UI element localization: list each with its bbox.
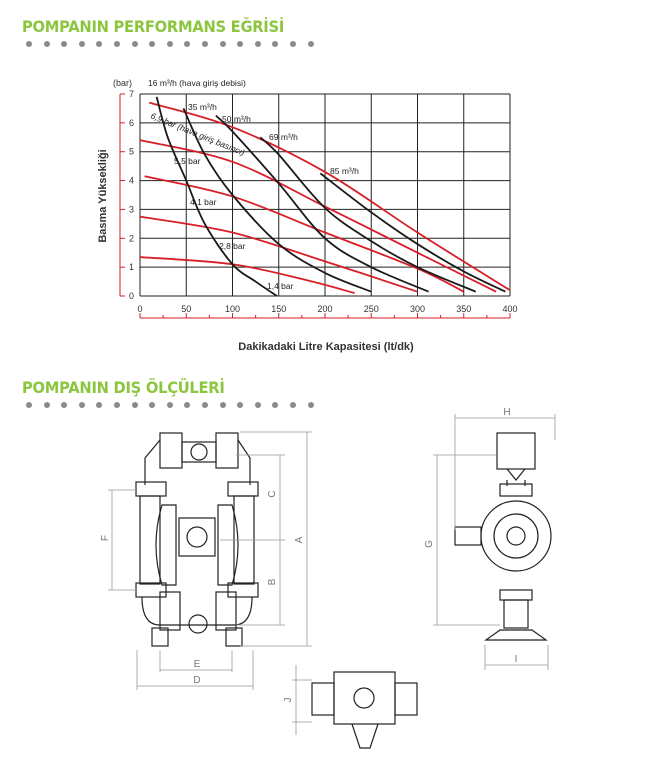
y-tick-label: 7 [129,89,134,99]
airflow-line [155,96,278,297]
dim-label-j: J [283,698,294,703]
y-unit: (bar) [113,78,132,88]
y-tick-label: 5 [129,147,134,157]
x-tick-label: 50 [181,304,191,314]
dim-label-e: E [194,659,201,670]
y-tick-label: 3 [129,204,134,214]
curve-annotation: 16 m³/h (hava giriş debisi) [148,78,246,88]
x-tick-label: 0 [137,304,142,314]
dim-label-i: I [515,654,518,665]
dot-divider [26,41,314,47]
y-tick-label: 1 [129,262,134,272]
y-tick-label: 4 [129,176,134,186]
dimensions-section-title: POMPANIN DIŞ ÖLÇÜLERİ [22,378,225,397]
y-tick-label: 2 [129,233,134,243]
front-view-drawing [135,432,259,647]
airflow-line [319,172,506,293]
dot-divider [26,402,314,408]
pressure-line [139,215,418,293]
pressure-line [144,175,465,293]
airflow-line [259,136,477,293]
y-tick-label: 0 [129,291,134,301]
pressure-line [139,139,497,293]
pressure-line [139,256,355,294]
dim-label-b: B [267,578,278,585]
curve-annotation: 2,8 bar [219,241,246,251]
x-tick-label: 400 [502,304,517,314]
curve-annotation: 5,5 bar [174,156,201,166]
x-tick-label: 300 [410,304,425,314]
dim-label-g: G [424,540,435,548]
dimension-lines [108,414,556,735]
x-axis-label: Dakikadaki Litre Kapasitesi (lt/dk) [238,341,414,353]
curve-annotation: 1,4 bar [267,281,294,291]
dim-label-f: F [100,535,111,541]
x-tick-label: 150 [271,304,286,314]
curve-annotation: 85 m³/h [330,166,359,176]
pressure-line [148,101,511,291]
bottom-view-drawing [311,671,418,749]
airflow-line [182,108,372,293]
curve-annotation: 4,1 bar [190,197,217,207]
airflow-line [215,114,429,293]
performance-chart: (bar) Dakikadaki Litre Kapasitesi (lt/dk… [97,78,518,353]
x-tick-label: 350 [456,304,471,314]
x-tick-label: 250 [364,304,379,314]
y-tick-label: 6 [129,118,134,128]
dim-label-d: D [193,675,200,686]
curve-annotation: 35 m³/h [188,102,217,112]
dim-label-c: C [267,490,278,497]
x-tick-label: 200 [317,304,332,314]
curve-annotation: 50 m³/h [222,114,251,124]
dim-label-h: H [503,407,510,418]
side-view-drawing [454,432,552,641]
x-tick-label: 100 [225,304,240,314]
curve-annotation: 69 m³/h [269,132,298,142]
performance-section-title: POMPANIN PERFORMANS EĞRİSİ [22,17,285,36]
y-axis-label: Basma Yüksekliği [97,149,109,242]
dim-label-a: A [294,536,305,543]
